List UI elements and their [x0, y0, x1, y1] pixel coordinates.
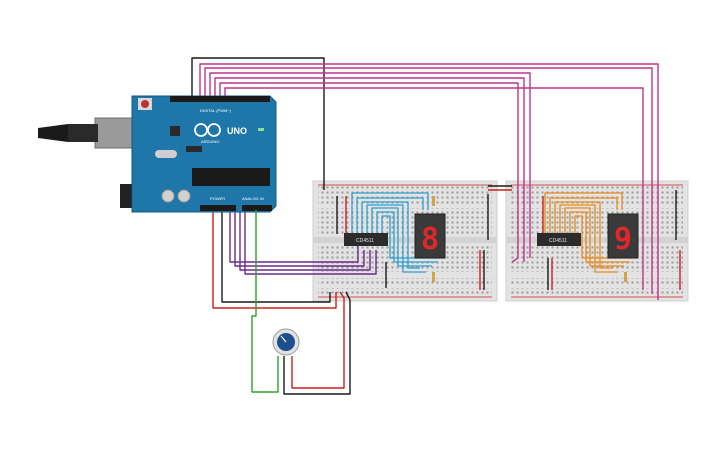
wires-blue	[351, 192, 444, 273]
wire-magenta-5	[219, 82, 519, 263]
analog-header	[242, 205, 272, 211]
resistors	[432, 196, 627, 282]
chip-right: CD4511	[537, 233, 581, 246]
brand-label: ARDUINO	[201, 139, 219, 144]
wires-top	[191, 57, 659, 300]
wire-magenta-2	[204, 67, 653, 294]
digital-header	[170, 96, 270, 102]
board-label: UNO	[227, 126, 247, 136]
breadboard-right	[505, 180, 689, 302]
chip-left: CD4511	[344, 233, 388, 246]
breadboard-left	[312, 180, 498, 302]
wire-red-5v	[212, 210, 337, 309]
display-right-digit: 9	[614, 222, 632, 257]
digital-header-label: DIGITAL (PWM~)	[200, 108, 232, 113]
wire-magenta-1	[199, 63, 659, 300]
wire-green-a0	[251, 210, 279, 393]
wire-black-gnd	[221, 210, 331, 303]
wire-magenta-4	[214, 77, 525, 262]
display-left: 8	[414, 213, 446, 259]
chip-right-label: CD4511	[549, 238, 567, 244]
power-header	[200, 205, 236, 211]
wire-magenta-3	[209, 72, 531, 258]
arduino-logo	[194, 123, 221, 137]
arduino-board: DIGITAL (PWM~) UNO ARDUINO POWER ANALOG …	[38, 95, 277, 213]
wires-pot	[251, 210, 351, 395]
wire-black-top	[191, 57, 325, 190]
display-right: 9	[607, 213, 639, 259]
atmega-chip	[192, 168, 270, 186]
potentiometer[interactable]	[272, 328, 300, 356]
wires-orange	[544, 192, 636, 273]
chip-left-label: CD4511	[356, 238, 374, 244]
power-header-label: POWER	[210, 196, 225, 201]
wires-power	[212, 185, 681, 309]
wire-red-pot	[291, 291, 345, 389]
wire-magenta-6	[224, 87, 644, 290]
wire-black-pot	[283, 291, 351, 395]
analog-header-label: ANALOG IN	[242, 196, 264, 201]
display-left-digit: 8	[421, 222, 439, 257]
